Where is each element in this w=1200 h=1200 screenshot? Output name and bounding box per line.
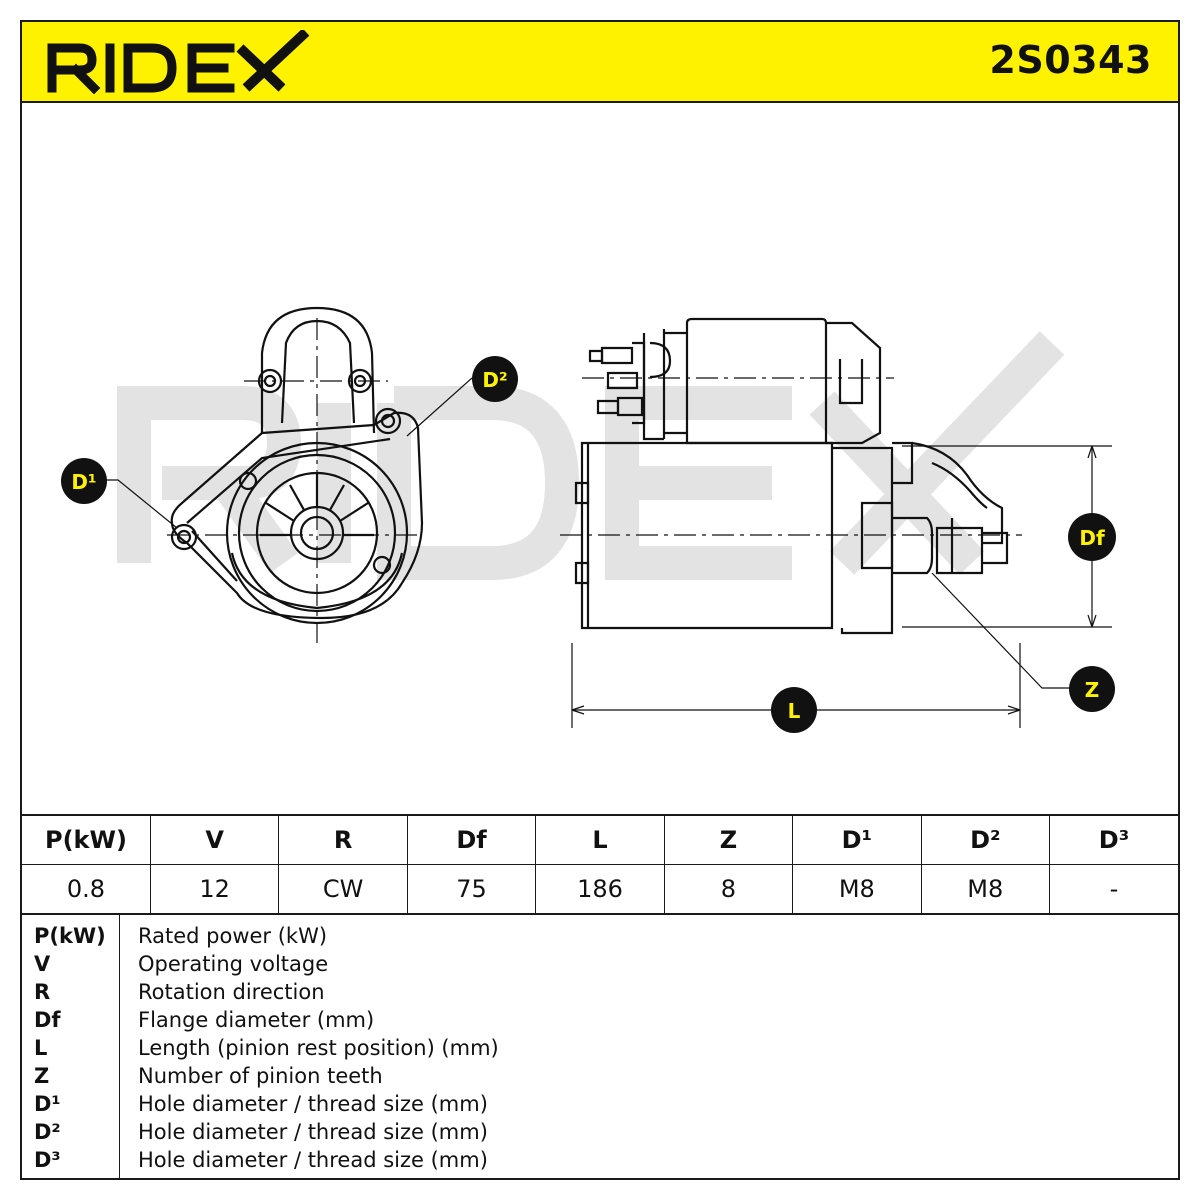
spec-value-cell: M8 [792,864,922,915]
callout-l-label: L [788,699,801,723]
spec-table: P(kW) V R Df L Z D¹ D² D³ 0.8 12 CW 75 1… [22,814,1178,915]
legend-divider [119,914,120,1178]
callout-df: Df [1068,513,1116,561]
header-bar: 2S0343 [22,22,1178,103]
spec-header-cell: Z [663,814,794,865]
legend-symbol: L [34,1036,48,1060]
callout-d2-label: D² [482,368,507,392]
datasheet: 2S0343 [20,20,1180,1180]
spec-header-cell: D³ [1049,814,1178,865]
legend-row: D¹ Hole diameter / thread size (mm) [22,1090,1178,1118]
callout-d1-label: D¹ [71,470,96,494]
callout-z: Z [1069,666,1115,712]
callout-df-label: Df [1079,526,1105,550]
legend-row: V Operating voltage [22,950,1178,978]
part-number: 2S0343 [989,38,1152,82]
legend-description: Flange diameter (mm) [138,1008,375,1032]
legend-symbol: D² [34,1120,61,1144]
spec-value-cell: 12 [149,864,280,915]
legend: P(kW) Rated power (kW) V Operating volta… [22,914,1178,1178]
legend-symbol: D¹ [34,1092,61,1116]
spec-header-cell: P(kW) [22,814,151,865]
spec-header-row: P(kW) V R Df L Z D¹ D² D³ [22,814,1178,865]
legend-description: Hole diameter / thread size (mm) [138,1092,488,1116]
spec-value-cell: CW [278,864,408,915]
legend-description: Length (pinion rest position) (mm) [138,1036,499,1060]
ridex-logo [47,30,310,94]
legend-symbol: V [34,952,51,976]
callout-l: L [771,687,817,733]
legend-row: D² Hole diameter / thread size (mm) [22,1118,1178,1146]
spec-header-cell: D¹ [792,814,922,865]
spec-header-cell: L [535,814,665,865]
spec-header-cell: R [278,814,408,865]
legend-symbol: Df [34,1008,61,1032]
spec-header-cell: V [149,814,280,865]
legend-row: L Length (pinion rest position) (mm) [22,1034,1178,1062]
legend-symbol: R [34,980,51,1004]
spec-value-cell: 0.8 [22,864,151,915]
legend-row: D³ Hole diameter / thread size (mm) [22,1146,1178,1174]
starter-technical-drawing: D² D¹ Df Z L [61,306,1116,733]
starter-side-view [574,317,1009,635]
legend-row: P(kW) Rated power (kW) [22,922,1178,950]
legend-description: Rated power (kW) [138,924,328,948]
callout-d2: D² [472,356,518,402]
spec-value-cell: 8 [663,864,794,915]
spec-value-cell: 75 [406,864,537,915]
spec-value-cell: - [1049,864,1178,915]
legend-symbol: Z [34,1064,50,1088]
legend-row: Df Flange diameter (mm) [22,1006,1178,1034]
spec-value-cell: 186 [535,864,665,915]
legend-description: Number of pinion teeth [138,1064,383,1088]
spec-value-row: 0.8 12 CW 75 186 8 M8 M8 - [22,864,1178,915]
legend-description: Operating voltage [138,952,329,976]
callout-d1: D¹ [61,458,107,504]
legend-description: Rotation direction [138,980,325,1004]
legend-description: Hole diameter / thread size (mm) [138,1120,488,1144]
legend-symbol: D³ [34,1148,61,1172]
legend-description: Hole diameter / thread size (mm) [138,1148,488,1172]
legend-row: R Rotation direction [22,978,1178,1006]
legend-symbol: P(kW) [34,924,106,948]
spec-value-cell: M8 [920,864,1051,915]
spec-header-cell: D² [920,814,1051,865]
callout-z-label: Z [1085,678,1100,702]
legend-row: Z Number of pinion teeth [22,1062,1178,1090]
spec-header-cell: Df [406,814,537,865]
